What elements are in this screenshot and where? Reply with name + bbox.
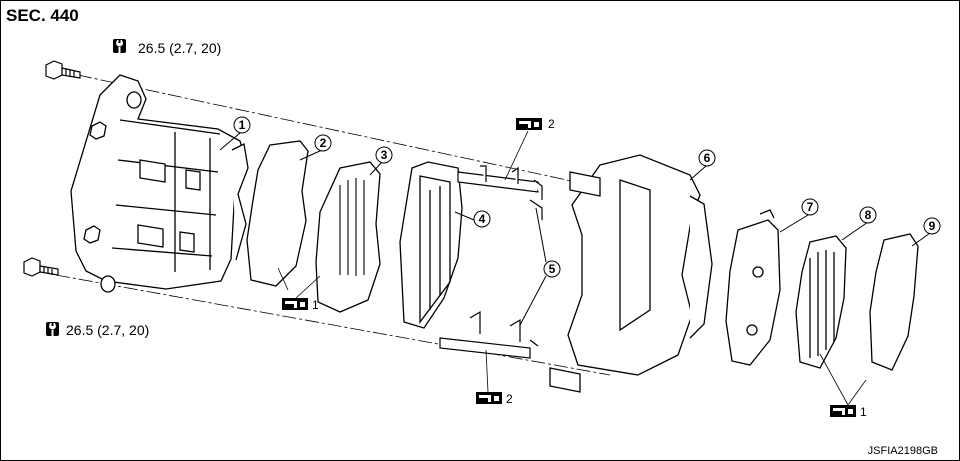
callout-9-label: 9 bbox=[929, 219, 936, 233]
torque-wrench-icon bbox=[46, 322, 59, 336]
callout-4 bbox=[473, 210, 491, 228]
grease-label-b: 1 bbox=[312, 298, 319, 312]
callout-3-label: 3 bbox=[381, 148, 388, 162]
callout-8-label: 8 bbox=[865, 208, 872, 222]
grease-label-a: 2 bbox=[548, 117, 555, 131]
part-4-brake-pad bbox=[399, 161, 463, 329]
callout-6 bbox=[698, 149, 716, 167]
grease-label-c: 2 bbox=[506, 392, 513, 406]
grease-symbol-icon bbox=[830, 405, 856, 417]
part-3-inner-shim bbox=[315, 161, 381, 313]
section-label: SEC. 440 bbox=[6, 6, 79, 25]
part-9-cover-shim bbox=[869, 233, 919, 371]
callout-2-label: 2 bbox=[320, 136, 327, 150]
callout-6-label: 6 bbox=[704, 151, 711, 165]
torque-wrench-icon bbox=[113, 39, 126, 53]
diagram-code: JSFIA2198GB bbox=[867, 445, 938, 457]
part-7-outer-pad bbox=[725, 209, 781, 366]
callout-9 bbox=[923, 217, 941, 235]
part-5-pad-retainer-upper bbox=[457, 165, 543, 220]
part-6-caliper bbox=[549, 154, 713, 393]
callout-7-label: 7 bbox=[807, 200, 814, 214]
callout-2 bbox=[314, 134, 332, 152]
torque-spec-bottom: 26.5 (2.7, 20) bbox=[66, 322, 150, 338]
callout-4-label: 4 bbox=[479, 212, 486, 226]
callout-8 bbox=[859, 206, 877, 224]
grease-label-d: 1 bbox=[860, 405, 867, 419]
grease-symbol-icon bbox=[476, 392, 502, 404]
caliper-bolt-bottom bbox=[23, 257, 59, 277]
part-1-torque-member bbox=[70, 74, 249, 293]
part-8-outer-shim bbox=[795, 235, 847, 369]
callout-7 bbox=[801, 198, 819, 216]
callout-1-label: 1 bbox=[239, 118, 246, 132]
caliper-bolt-top bbox=[45, 60, 81, 80]
part-2-shim bbox=[246, 140, 309, 287]
callout-5-label: 5 bbox=[549, 262, 556, 276]
grease-symbol-icon bbox=[516, 118, 542, 130]
callout-1 bbox=[233, 116, 251, 134]
part-5-pad-retainer-lower bbox=[439, 310, 539, 359]
callout-5 bbox=[543, 260, 561, 278]
grease-symbol-icon bbox=[282, 298, 308, 310]
callout-3 bbox=[375, 146, 393, 164]
torque-spec-top: 26.5 (2.7, 20) bbox=[138, 40, 222, 56]
